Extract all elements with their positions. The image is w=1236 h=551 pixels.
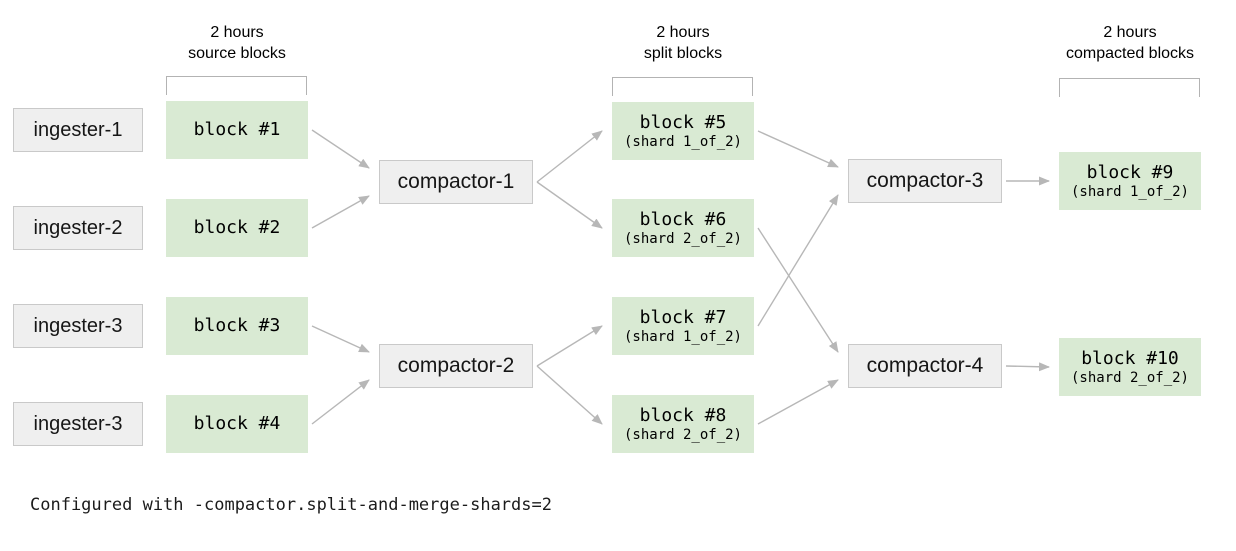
compacted-block-9: block #9 (shard 1_of_2): [1059, 152, 1201, 210]
header-line-2: source blocks: [188, 45, 286, 62]
compactor-label: compactor-2: [397, 354, 515, 377]
ingester-label: ingester-2: [33, 217, 123, 239]
shard-label: (shard 1_of_2): [623, 133, 742, 150]
source-block-3: block #3: [166, 297, 308, 355]
compactor-1-box: compactor-1: [379, 160, 533, 204]
compactor-2-box: compactor-2: [379, 344, 533, 388]
compacted-blocks-header: 2 hours compacted blocks: [1059, 22, 1201, 64]
compactor-4-box: compactor-4: [848, 344, 1002, 388]
header-line-1: 2 hours: [1103, 24, 1157, 41]
block-label: block #8: [639, 404, 727, 426]
block-label: block #5: [639, 111, 727, 133]
ingester-2-box: ingester-2: [13, 206, 143, 250]
block-label: block #9: [1086, 161, 1174, 183]
range-bracket-source: [166, 76, 307, 95]
ingester-label: ingester-1: [33, 119, 123, 141]
block-label: block #2: [193, 217, 281, 238]
compactor-label: compactor-3: [866, 169, 984, 192]
source-block-4: block #4: [166, 395, 308, 453]
shard-label: (shard 2_of_2): [623, 230, 742, 247]
split-block-8: block #8 (shard 2_of_2): [612, 395, 754, 453]
ingester-1-box: ingester-1: [13, 108, 143, 152]
source-block-1: block #1: [166, 101, 308, 159]
header-line-2: compacted blocks: [1065, 45, 1195, 62]
range-bracket-compacted: [1059, 78, 1200, 97]
ingester-label: ingester-3: [33, 413, 123, 435]
block-label: block #4: [193, 413, 281, 434]
header-line-2: split blocks: [643, 45, 723, 62]
caption: Configured with -compactor.split-and-mer…: [30, 495, 552, 515]
compactor-label: compactor-1: [397, 170, 515, 193]
shard-label: (shard 2_of_2): [623, 426, 742, 443]
compactor-label: compactor-4: [866, 354, 984, 377]
ingester-3b-box: ingester-3: [13, 402, 143, 446]
shard-label: (shard 1_of_2): [623, 328, 742, 345]
block-label: block #1: [193, 119, 281, 140]
ingester-label: ingester-3: [33, 315, 123, 337]
split-block-6: block #6 (shard 2_of_2): [612, 199, 754, 257]
header-line-1: 2 hours: [210, 24, 264, 41]
split-blocks-header: 2 hours split blocks: [612, 22, 754, 64]
block-label: block #6: [639, 208, 727, 230]
ingester-3-box: ingester-3: [13, 304, 143, 348]
compactor-3-box: compactor-3: [848, 159, 1002, 203]
split-block-5: block #5 (shard 1_of_2): [612, 102, 754, 160]
source-block-2: block #2: [166, 199, 308, 257]
compacted-block-10: block #10 (shard 2_of_2): [1059, 338, 1201, 396]
shard-label: (shard 1_of_2): [1070, 183, 1189, 200]
source-blocks-header: 2 hours source blocks: [166, 22, 308, 64]
range-bracket-split: [612, 77, 753, 96]
block-label: block #10: [1081, 347, 1179, 369]
block-label: block #3: [193, 315, 281, 336]
split-block-7: block #7 (shard 1_of_2): [612, 297, 754, 355]
shard-label: (shard 2_of_2): [1070, 369, 1189, 386]
block-label: block #7: [639, 306, 727, 328]
header-line-1: 2 hours: [656, 24, 710, 41]
